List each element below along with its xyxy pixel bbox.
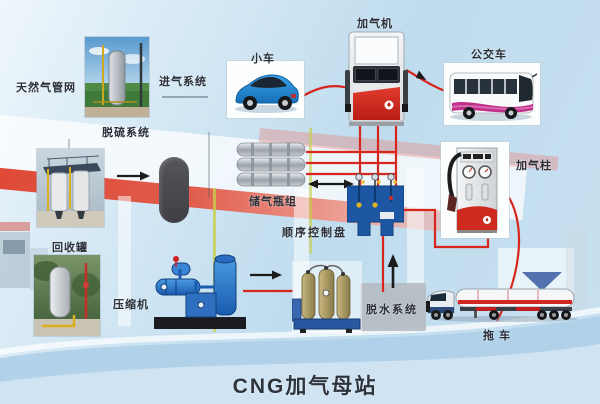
label-sequence-control-panel: 顺序控制盘 <box>282 227 347 239</box>
desulfurization-tower-photo <box>85 37 149 117</box>
storage-cylinder-group <box>236 142 306 187</box>
bus-photo-box <box>444 63 540 125</box>
label-dispenser: 加气机 <box>357 18 393 30</box>
label-gas-column: 加气柱 <box>516 160 552 172</box>
label-desulfurization: 脱硫系统 <box>102 127 150 139</box>
recovery-tank-photo <box>34 255 100 336</box>
dehydration-unit-illustration <box>292 261 362 333</box>
background-pump-sign <box>0 222 30 231</box>
label-gas-pipeline: 天然气管网 <box>16 82 76 94</box>
dehydration-label-panel <box>360 283 426 331</box>
car-photo-box <box>227 61 304 118</box>
compressor-illustration <box>154 254 246 329</box>
panel-valves <box>355 173 397 186</box>
background-triangle-sign <box>522 272 562 291</box>
bus-illustration <box>449 72 538 121</box>
background-pole <box>309 128 312 254</box>
background-pump-screen <box>3 240 25 254</box>
diagram-title: CNG加气母站 <box>232 375 378 398</box>
canopy-pillar <box>118 196 131 326</box>
gas-column-illustration <box>447 147 498 233</box>
car-illustration <box>235 74 299 113</box>
label-compressor: 压缩机 <box>113 299 149 311</box>
label-bus: 公交车 <box>471 49 507 61</box>
label-recovery-tank: 回收罐 <box>52 242 88 254</box>
trailer-truck-illustration <box>426 288 578 322</box>
label-car: 小车 <box>251 53 275 65</box>
sequence-control-panel-illustration <box>347 173 404 236</box>
background-pole <box>213 188 216 332</box>
gas-column-photo-box <box>441 142 509 238</box>
background-pillar <box>566 226 588 312</box>
process-tanks-photo <box>37 149 104 227</box>
background-pump <box>0 232 30 288</box>
label-dehydration-system: 脱水系统 <box>366 304 418 316</box>
label-storage-cylinders: 储气瓶组 <box>249 196 297 208</box>
buffer-vessel <box>159 157 189 223</box>
label-intake-system: 进气系统 <box>159 76 207 88</box>
gas-dispenser-illustration <box>345 31 408 126</box>
label-trailer: 拖车 <box>483 330 515 342</box>
